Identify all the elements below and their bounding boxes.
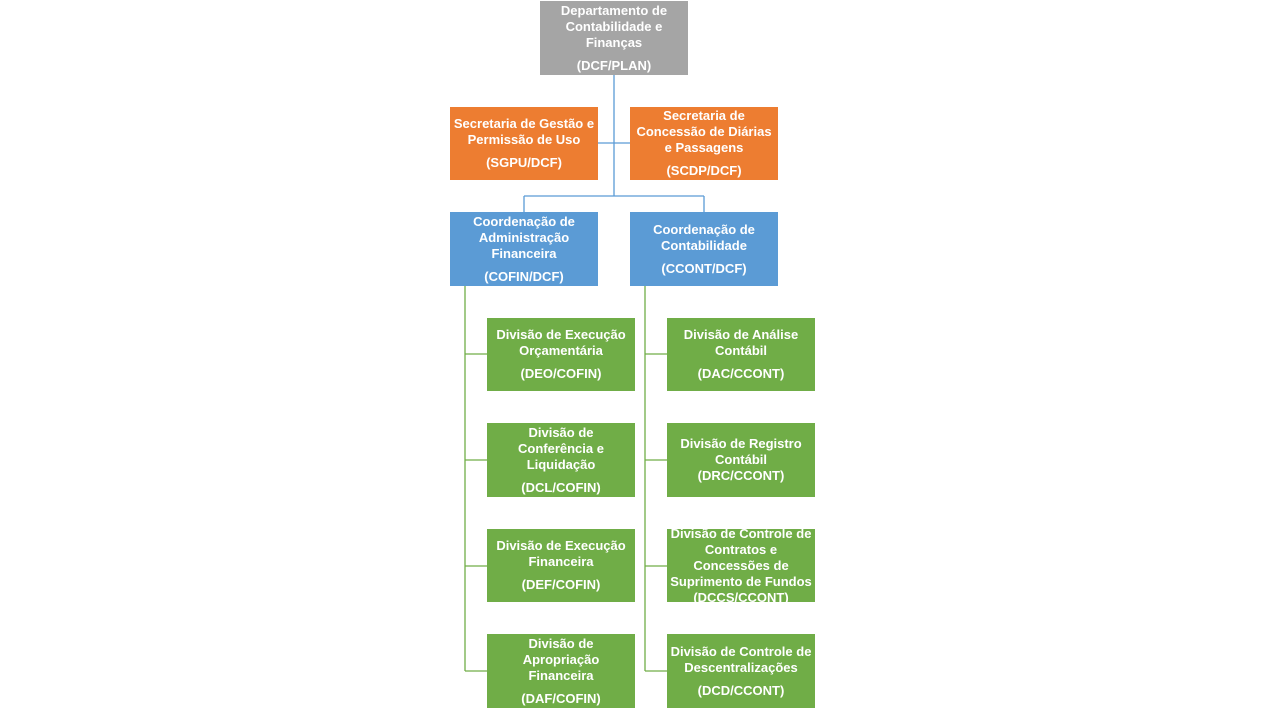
node-divisao-def: Divisão de Execução Financeira (DEF/COFI… [487,529,635,602]
node-code: (DCL/COFIN) [521,479,601,495]
node-coordenacao-cofin: Coordenação de Administração Financeira … [450,212,598,286]
node-title: Divisão de Controle de Descentralizações [670,643,812,675]
node-secretaria-sgpu: Secretaria de Gestão e Permissão de Uso … [450,107,598,180]
node-divisao-dccs: Divisão de Controle de Contratos e Conce… [667,526,815,605]
node-divisao-deo: Divisão de Execução Orçamentária (DEO/CO… [487,318,635,391]
node-departamento: Departamento de Contabilidade e Finanças… [540,1,688,75]
node-code: (CCONT/DCF) [661,260,747,276]
node-code: (SGPU/DCF) [486,155,562,170]
node-code: (DRC/CCONT) [697,468,785,483]
node-title: Departamento de Contabilidade e Finanças [560,2,668,50]
node-secretaria-scdp: Secretaria de Concessão de Diárias e Pas… [630,107,778,180]
node-title: Divisão de Execução Orçamentária [496,327,626,358]
node-code: (COFIN/DCF) [484,268,564,284]
node-title: Divisão de Registro Contábil [680,436,802,467]
node-title: Coordenação de Administração Financeira [473,213,575,261]
node-divisao-drc: Divisão de Registro Contábil (DRC/CCONT) [667,423,815,497]
node-code: (DAF/COFIN) [521,690,601,706]
node-code: (SCDP/DCF) [666,163,742,178]
node-title: Divisão de Análise Contábil [683,327,799,358]
node-title: Secretaria de Concessão de Diárias e Pas… [636,108,772,155]
node-divisao-dac: Divisão de Análise Contábil (DAC/CCONT) [667,318,815,391]
node-divisao-dcd: Divisão de Controle de Descentralizações… [667,634,815,708]
node-coordenacao-ccont: Coordenação de Contabilidade (CCONT/DCF) [630,212,778,286]
node-title: Divisão de Execução Financeira [496,538,626,569]
node-divisao-daf: Divisão de Apropriação Financeira (DAF/C… [487,634,635,708]
node-code: (DAC/CCONT) [697,366,785,381]
node-code: (DEF/COFIN) [521,577,601,592]
node-code: (DCD/CCONT) [697,682,785,698]
node-divisao-dcl: Divisão de Conferência e Liquidação (DCL… [487,423,635,497]
node-title: Coordenação de Contabilidade [653,221,755,253]
node-title: Divisão de Controle de Contratos e Conce… [670,525,812,605]
node-title: Divisão de Apropriação Financeira [522,635,600,683]
node-title: Divisão de Conferência e Liquidação [518,424,604,472]
node-code: (DEO/COFIN) [520,366,602,381]
node-title: Secretaria de Gestão e Permissão de Uso [453,116,595,147]
node-code: (DCF/PLAN) [576,57,652,73]
